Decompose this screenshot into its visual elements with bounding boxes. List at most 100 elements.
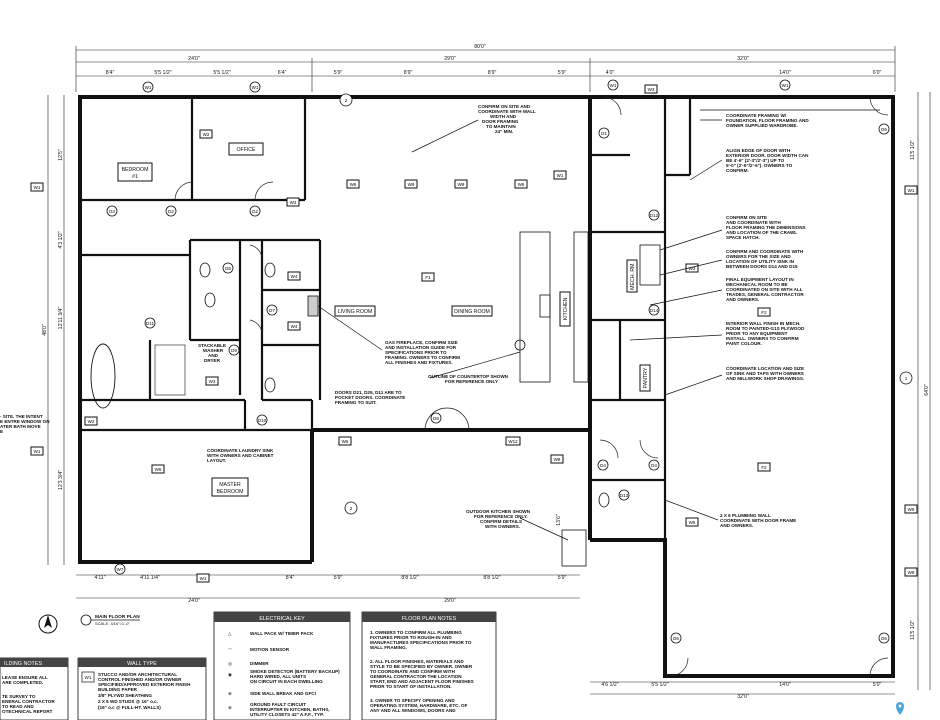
- svg-text:W2: W2: [88, 419, 95, 424]
- door-tag: D14: [648, 304, 660, 316]
- svg-text:F2: F2: [761, 465, 767, 470]
- svg-text:AND INSTALLATION GUIDE FOR: AND INSTALLATION GUIDE FOR: [385, 345, 457, 350]
- dim-bot-m4: 5'9": [558, 575, 567, 581]
- window-tag: W2: [199, 129, 213, 139]
- window-tag: W12: [505, 436, 521, 446]
- fixture-tag: F1: [421, 272, 435, 282]
- svg-text:CONFIRM.: CONFIRM.: [726, 168, 749, 173]
- dim-left-4: 12'3 3/4": [58, 470, 64, 490]
- dim-left-1: 12'5": [58, 149, 64, 161]
- svg-text:PRIOR TO ANY EQUIPMENT: PRIOR TO ANY EQUIPMENT: [726, 331, 788, 336]
- dim-bot-m2: 8'8 1/2": [401, 575, 418, 581]
- svg-text:ENERAL CONTRACTOR: ENERAL CONTRACTOR: [2, 699, 55, 704]
- svg-text:AND MILLWORK SHOP DRAWINGS.: AND MILLWORK SHOP DRAWINGS.: [726, 376, 804, 381]
- dim-top-sub-m3: 8'9": [488, 70, 497, 76]
- room-stackable-label: STACKABLE: [198, 343, 226, 348]
- dim-bot-l3: 8'4": [286, 575, 295, 581]
- window-tag: W6: [514, 179, 528, 189]
- svg-text:WIDTH AND: WIDTH AND: [490, 114, 517, 119]
- toilet: [264, 262, 276, 278]
- svg-text:WITH OWNERS AND CABINET: WITH OWNERS AND CABINET: [207, 453, 274, 458]
- svg-text:BUILDING PAPER: BUILDING PAPER: [98, 687, 138, 692]
- svg-text:CONFIRM DETAILS: CONFIRM DETAILS: [480, 519, 522, 524]
- svg-text:D6: D6: [673, 636, 679, 641]
- svg-text:D3: D3: [109, 209, 115, 214]
- window-tag: W5: [904, 504, 918, 514]
- svg-text:AND: AND: [208, 353, 219, 358]
- laundry-shelf: [154, 344, 186, 396]
- interior-walls-right: [590, 97, 692, 482]
- section-marker: W1: [249, 81, 261, 93]
- fixture-tag: F2: [757, 307, 771, 317]
- svg-text:2 X 6 WD STUDS @ 16" o.c.: 2 X 6 WD STUDS @ 16" o.c.: [98, 699, 158, 704]
- dim-bot-seg-3: 32'0": [737, 694, 749, 700]
- svg-text:STUCCO AND/OR ARCHITECTURAL: STUCCO AND/OR ARCHITECTURAL: [98, 672, 177, 677]
- dim-top-seg-1: 24'0": [188, 56, 200, 62]
- svg-text:W1: W1: [557, 173, 564, 178]
- svg-text:ARE COMPLETED.: ARE COMPLETED.: [2, 680, 43, 685]
- note-fireplace: GAS FIREPLACE, CONFIRM SIZE AND INSTALLA…: [385, 340, 460, 365]
- room-bedroom-label: BEDROOM: [122, 167, 149, 173]
- svg-text:COORDINATE WITH WALL: COORDINATE WITH WALL: [478, 109, 536, 114]
- window-tag: W4: [287, 271, 301, 281]
- note-crawl-hatch: CONFIRM ON SITE AND COORDINATE WITH FLOO…: [726, 215, 806, 240]
- exterior-walls: [78, 95, 895, 678]
- svg-text:D4: D4: [651, 463, 657, 468]
- svg-text:DOORS D21, D25, D11 ARE TO: DOORS D21, D25, D11 ARE TO: [335, 390, 402, 395]
- note-mech-finish: INTERIOR WALL FINISH IN MECH. ROOM TO PA…: [726, 321, 805, 346]
- svg-text:D10: D10: [258, 418, 267, 423]
- svg-text:W1: W1: [252, 85, 259, 90]
- door-tag: D13: [618, 489, 630, 501]
- svg-text:STYLE TO BE SPECIFIED BY OWNER: STYLE TO BE SPECIFIED BY OWNER. OWNER: [370, 664, 473, 669]
- svg-text:BEDROOM: BEDROOM: [217, 489, 244, 495]
- dim-bot-r3: 14'0": [779, 682, 791, 688]
- svg-text:ALIGN EDGE OF DOOR WITH: ALIGN EDGE OF DOOR WITH: [726, 148, 791, 153]
- svg-text:D4: D4: [600, 463, 606, 468]
- kitchen-counter: [519, 231, 551, 383]
- svg-text:BE 4'-6" (2'-3"/2'-3") UP TO: BE 4'-6" (2'-3"/2'-3") UP TO: [726, 158, 785, 163]
- note-site-intent: - SITE. THE INTENT E ENTRE WINDOW ON ATE…: [0, 414, 50, 434]
- room-labels: BEDROOM #1 OFFICE LIVING ROOM DINING ROO…: [117, 142, 651, 497]
- svg-text:AND LOCATION OF THE CRAWL: AND LOCATION OF THE CRAWL: [726, 230, 797, 235]
- svg-text:START, END AND ADJACENT FLOOR: START, END AND ADJACENT FLOOR FINISHES: [370, 679, 474, 684]
- svg-text:DRYER: DRYER: [204, 358, 221, 363]
- window-tag: W4: [287, 321, 301, 331]
- svg-text:E: E: [0, 429, 3, 434]
- window-tag: W1: [30, 182, 44, 192]
- svg-text:OTECHNICAL REPORT: OTECHNICAL REPORT: [2, 709, 53, 714]
- toilet: [199, 262, 211, 278]
- fixture-tag: F2: [757, 462, 771, 472]
- svg-text:OWNER SUPPLIED WARDROBE.: OWNER SUPPLIED WARDROBE.: [726, 123, 798, 128]
- svg-text:◠: ◠: [228, 647, 233, 652]
- svg-text:COORDINATE FRAMING W/: COORDINATE FRAMING W/: [726, 113, 787, 118]
- building-notes-title: ILDING NOTES: [4, 661, 42, 667]
- svg-text:2: 2: [345, 98, 348, 103]
- outdoor-kitchen: [561, 529, 587, 567]
- svg-text:COORDINATE WITH DOOR FRAME: COORDINATE WITH DOOR FRAME: [720, 518, 796, 523]
- kitchen-cabinets: [573, 231, 589, 383]
- svg-text:W12: W12: [508, 439, 518, 444]
- svg-text:W8: W8: [554, 457, 561, 462]
- svg-text:◉: ◉: [228, 672, 233, 677]
- svg-text:W6: W6: [518, 182, 525, 187]
- dim-top-sub-r1: 4'0": [606, 70, 615, 76]
- svg-text:OPERATING SYSTEM, HARDWARE, ET: OPERATING SYSTEM, HARDWARE, ETC. OF: [370, 703, 468, 708]
- room-dining-label: DINING ROOM: [454, 309, 490, 315]
- drawing-title: MAIN FLOOR PLAN: [95, 614, 140, 620]
- svg-text:W1: W1: [908, 188, 915, 193]
- svg-text:INTERIOR WALL FINISH IN MECH.: INTERIOR WALL FINISH IN MECH.: [726, 321, 800, 326]
- svg-text:HARD WIRED, ALL UNITS: HARD WIRED, ALL UNITS: [250, 674, 306, 679]
- svg-text:24" MIN.: 24" MIN.: [495, 129, 513, 134]
- legend-building-notes: ILDING NOTES LEASE ENSURE ALL ARE COMPLE…: [0, 657, 69, 720]
- dim-bot-r2: 5'5 1/2": [651, 682, 668, 688]
- location-pin-icon: [896, 702, 904, 715]
- svg-text:MECHANICAL ROOM TO BE: MECHANICAL ROOM TO BE: [726, 282, 788, 287]
- svg-text:GENERAL CONTRACTOR THE LOCATIO: GENERAL CONTRACTOR THE LOCATION: [370, 674, 462, 679]
- svg-text:LEASE ENSURE ALL: LEASE ENSURE ALL: [2, 675, 48, 680]
- svg-text:CONFIRM AND COORDINATE WITH: CONFIRM AND COORDINATE WITH: [726, 249, 804, 254]
- svg-text:TO MAINTAIN: TO MAINTAIN: [486, 124, 516, 129]
- svg-text:- SITE. THE INTENT: - SITE. THE INTENT: [0, 414, 43, 419]
- svg-text:W3: W3: [209, 379, 216, 384]
- svg-text:W1: W1: [34, 449, 41, 454]
